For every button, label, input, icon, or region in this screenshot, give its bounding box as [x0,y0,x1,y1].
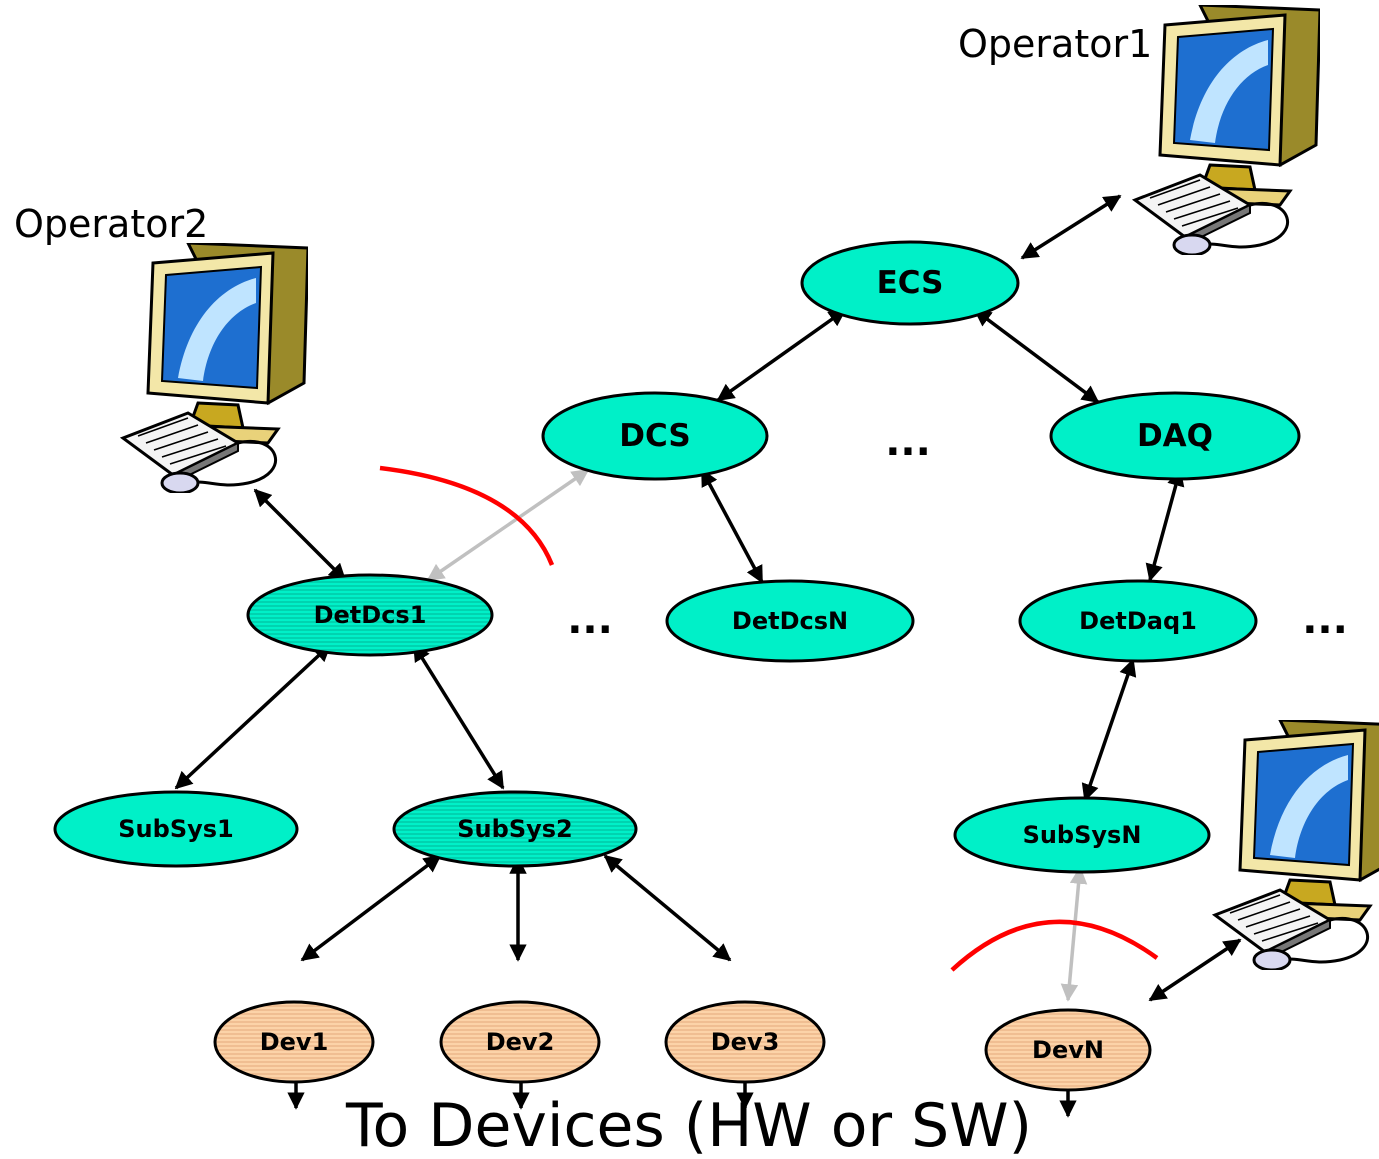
operator2-label: Operator2 [14,202,208,246]
node-label-subsys2: SubSys2 [457,815,572,843]
node-label-dcs: DCS [619,418,690,454]
link-dcs-detdcsn [700,468,764,584]
link-op1-ecs [1020,194,1122,260]
inactive-link-detdcs1-dcs [426,468,590,582]
link-detdcs1-subsys1 [174,643,332,790]
link-devn-op3 [1148,938,1242,1002]
node-devn [984,1008,1152,1092]
ellipsis-left: ... [567,597,613,643]
computer-icon [1133,5,1320,255]
node-detdcsn [665,579,915,663]
node-subsys2 [392,790,638,868]
ownership-arc [950,919,1159,972]
node-dcs [541,391,769,481]
node-daq [1049,391,1301,481]
link-op2-detdcs1 [253,488,347,582]
node-subsys1 [53,790,299,868]
footer-label: To Devices (HW or SW) [345,1091,1032,1159]
node-label-detdcsn: DetDcsN [732,607,848,635]
node-dev2 [439,1000,601,1084]
ownership-arc [379,465,555,566]
node-label-devn: DevN [1032,1036,1104,1064]
link-subsys2-dev1 [300,854,442,962]
node-label-subsys1: SubSys1 [118,815,233,843]
node-subsysn [953,796,1211,874]
inactive-link-subsysn-devn [1060,866,1088,1002]
node-detdaq1 [1018,579,1258,663]
node-ecs [800,240,1020,326]
node-label-dev1: Dev1 [260,1028,329,1056]
link-subsys2-dev3 [603,854,732,962]
ellipsis-right: ... [1302,597,1348,643]
node-label-daq: DAQ [1137,418,1213,454]
link-daq-detdaq1 [1145,468,1185,582]
link-ecs-dcs [716,308,847,402]
node-dev3 [664,1000,826,1084]
node-label-dev3: Dev3 [711,1028,780,1056]
node-label-dev2: Dev2 [486,1028,555,1056]
computer-icon [1213,720,1379,970]
node-label-detdaq1: DetDaq1 [1079,607,1197,635]
operator1-label: Operator1 [958,22,1152,66]
link-detdcs1-subsys2 [412,643,505,790]
ellipsis-mid: ... [885,419,931,465]
link-detdaq1-subsysn [1081,658,1137,802]
node-label-ecs: ECS [877,265,944,301]
node-dev1 [213,1000,375,1084]
node-label-subsysn: SubSysN [1023,821,1142,849]
node-label-detdcs1: DetDcs1 [314,601,427,629]
node-detdcs1 [246,573,494,657]
link-ecs-daq [973,308,1100,404]
computer-icon [121,243,308,493]
